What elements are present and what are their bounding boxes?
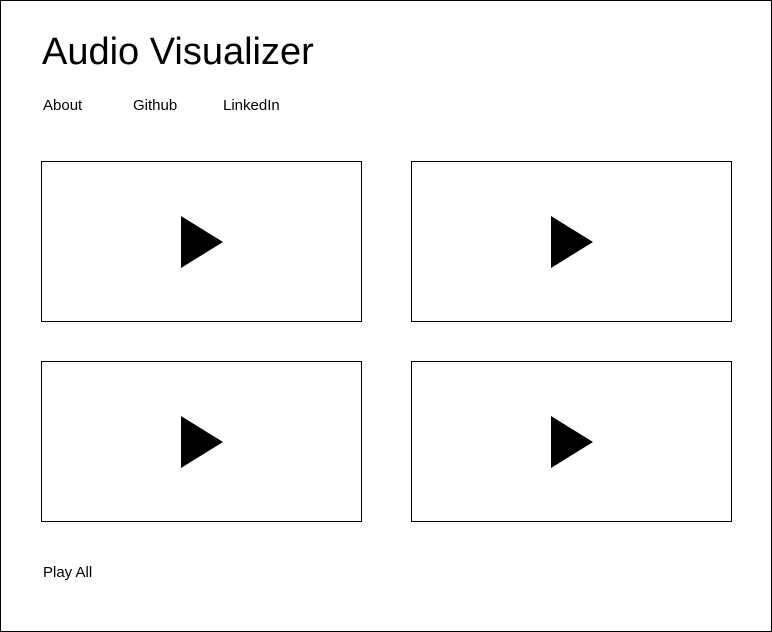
play-icon[interactable] bbox=[551, 216, 593, 268]
page-title: Audio Visualizer bbox=[42, 31, 314, 73]
play-all-button[interactable]: Play All bbox=[43, 564, 93, 581]
visualizer-tile-2[interactable] bbox=[411, 161, 732, 322]
visualizer-tile-4[interactable] bbox=[411, 361, 732, 522]
nav-link-about[interactable]: About bbox=[43, 97, 83, 114]
play-icon[interactable] bbox=[551, 416, 593, 468]
nav-link-linkedin[interactable]: LinkedIn bbox=[223, 97, 280, 114]
visualizer-tile-1[interactable] bbox=[41, 161, 362, 322]
play-icon[interactable] bbox=[181, 216, 223, 268]
play-icon[interactable] bbox=[181, 416, 223, 468]
visualizer-tile-3[interactable] bbox=[41, 361, 362, 522]
nav-link-github[interactable]: Github bbox=[133, 97, 178, 114]
